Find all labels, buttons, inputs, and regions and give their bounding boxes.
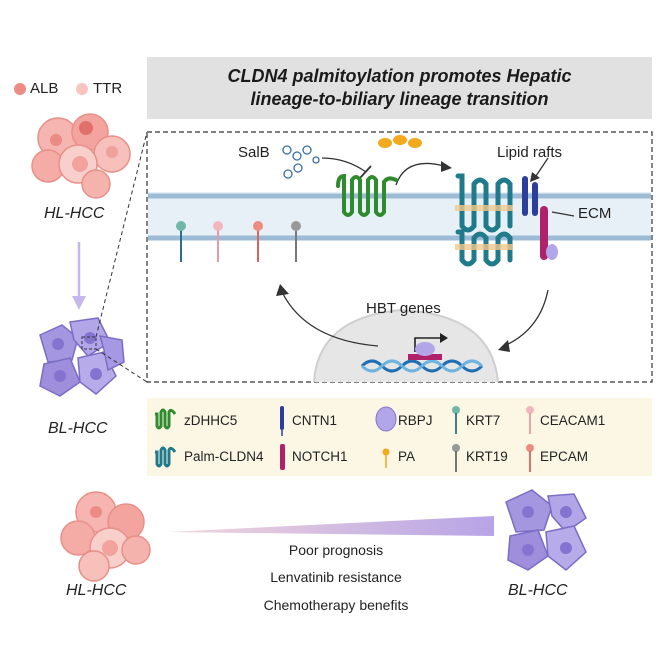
outcome-chemotherapy-benefits: Chemotherapy benefits bbox=[263, 597, 409, 613]
lipid-rafts-label: Lipid rafts bbox=[497, 144, 563, 161]
legend-palm-cldn4-label: Palm-CLDN4 bbox=[184, 449, 264, 464]
salb-molecule-icon bbox=[282, 145, 320, 179]
transition-wedge bbox=[168, 516, 494, 536]
title-line-2: lineage-to-biliary lineage transition bbox=[250, 89, 549, 109]
title-banner: CLDN4 palmitoylation promotes Hepatic li… bbox=[147, 57, 652, 119]
hl-hcc-top-label: HL-HCC bbox=[44, 205, 105, 222]
bl-hcc-bottom-label: BL-HCC bbox=[508, 582, 568, 599]
legend-notch1-label: NOTCH1 bbox=[292, 449, 348, 464]
hl-hcc-bottom-icon bbox=[60, 491, 151, 582]
dna-helix-icon bbox=[360, 333, 484, 373]
rbpj-icon bbox=[375, 406, 397, 432]
bl-hcc-cluster-icon bbox=[39, 317, 125, 397]
hl-hcc-bottom-label: HL-HCC bbox=[66, 582, 127, 599]
legend-rbpj-label: RBPJ bbox=[398, 413, 433, 428]
ecm-label: ECM bbox=[578, 205, 612, 222]
ttr-label: TTR bbox=[93, 80, 123, 97]
legend-pa-label: PA bbox=[398, 449, 416, 464]
alb-dot-icon bbox=[14, 83, 26, 95]
pa-droplets-icon bbox=[378, 135, 422, 148]
legend-cntn1-label: CNTN1 bbox=[292, 413, 338, 428]
cntn1-icon bbox=[280, 406, 284, 436]
bl-hcc-top-label: BL-HCC bbox=[48, 420, 108, 437]
krt19-icon bbox=[452, 444, 460, 472]
ceacam1-icon bbox=[526, 406, 534, 434]
cntn1-notch1-icon bbox=[522, 176, 558, 260]
legend-epcam-label: EPCAM bbox=[540, 449, 589, 464]
zdhhc5-protein-icon bbox=[336, 173, 398, 217]
legend-icons bbox=[155, 406, 534, 472]
membrane-markers bbox=[176, 221, 301, 262]
title-line-1: CLDN4 palmitoylation promotes Hepatic bbox=[227, 66, 572, 86]
outcome-poor-prognosis: Poor prognosis bbox=[288, 542, 384, 558]
legend-panel bbox=[147, 398, 652, 476]
palm-cldn4-icon bbox=[155, 446, 177, 468]
palm-cldn4-complex-icon bbox=[455, 173, 513, 267]
alb-label: ALB bbox=[30, 80, 59, 97]
zdhhc5-icon bbox=[155, 408, 177, 430]
ttr-dot-icon bbox=[76, 83, 88, 95]
salb-label: SalB bbox=[238, 144, 270, 161]
notch1-icon bbox=[280, 444, 285, 470]
legend-krt19-label: KRT19 bbox=[466, 449, 508, 464]
bl-hcc-bottom-icon bbox=[505, 489, 587, 571]
pa-icon bbox=[382, 448, 390, 468]
epcam-icon bbox=[526, 444, 534, 472]
legend-krt7-label: KRT7 bbox=[466, 413, 501, 428]
legend-ceacam1-label: CEACAM1 bbox=[540, 413, 606, 428]
hl-hcc-cluster-icon bbox=[31, 113, 131, 199]
legend-zdhhc5-label: zDHHC5 bbox=[184, 413, 238, 428]
outcome-lenvatinib-resistance: Lenvatinib resistance bbox=[270, 569, 402, 585]
hbt-genes-label: HBT genes bbox=[366, 300, 441, 317]
krt7-icon bbox=[452, 406, 460, 434]
